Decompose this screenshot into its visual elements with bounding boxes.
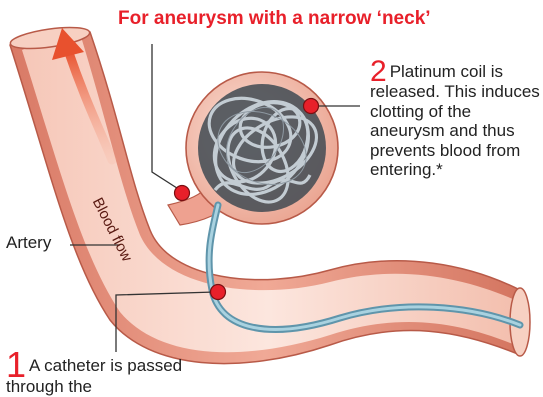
artery-label: Artery [6, 233, 51, 253]
step-2-caption: 2Platinum coil is released. This induces… [370, 62, 543, 180]
marker-dot-neck [175, 186, 190, 201]
step-1-text: A catheter is passed through the [6, 356, 182, 396]
diagram-title: For aneurysm with a narrow ‘neck’ [118, 8, 431, 30]
marker-dot-coil [304, 99, 319, 114]
step-2-text: Platinum coil is released. This induces … [370, 62, 540, 179]
step-1-caption: 1A catheter is passed through the [6, 355, 186, 397]
marker-dot-catheter [211, 285, 226, 300]
